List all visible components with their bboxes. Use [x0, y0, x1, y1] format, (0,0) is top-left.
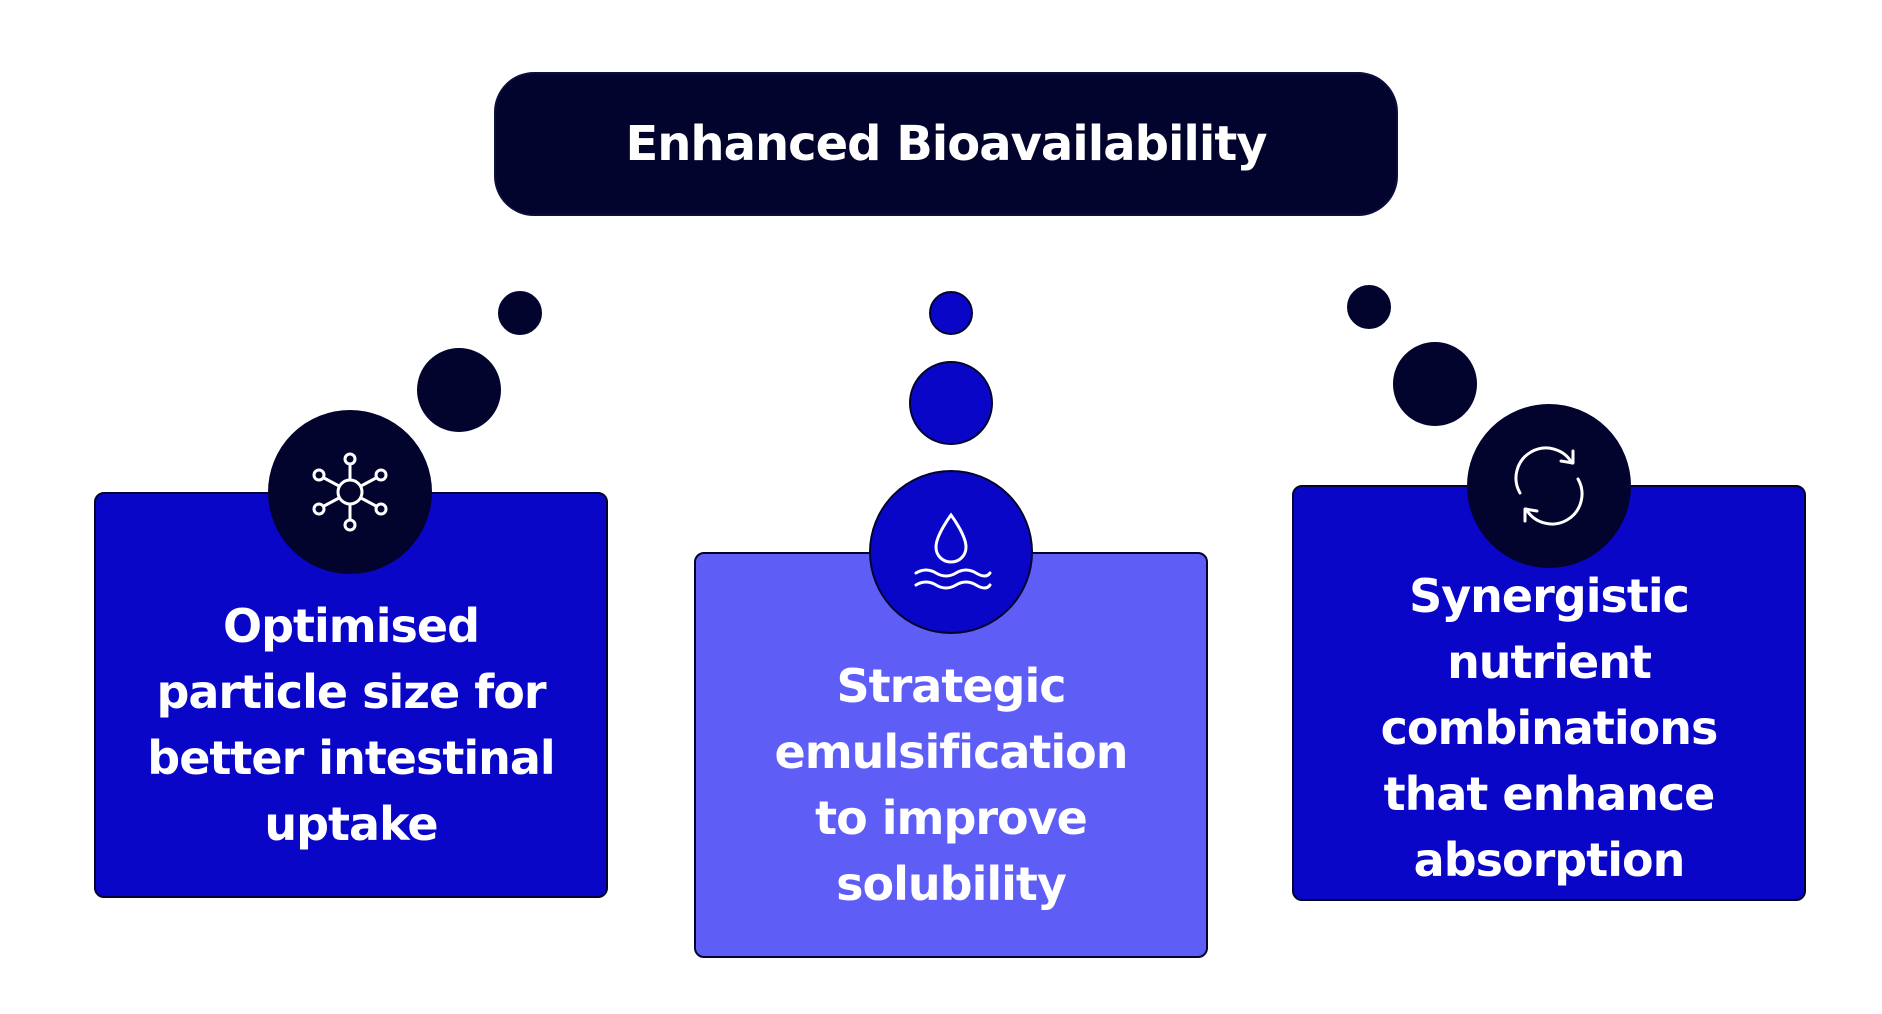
refresh-cycle-icon — [1514, 446, 1584, 526]
card-particle-size-text: Optimised particle size for better intes… — [147, 599, 555, 851]
connector-bubble-small-right — [1347, 285, 1391, 329]
connector-bubble-large-right — [1393, 342, 1477, 426]
card-synergistic-icon-badge — [1467, 404, 1631, 568]
molecule-icon — [312, 452, 388, 532]
water-drop-icon — [914, 512, 992, 590]
connector-bubble-large-center — [909, 361, 993, 445]
connector-bubble-large-left — [417, 348, 501, 432]
connector-bubble-small-left — [498, 291, 542, 335]
title-banner: Enhanced Bioavailability — [494, 72, 1398, 216]
diagram-title: Enhanced Bioavailability — [625, 116, 1267, 172]
card-emulsification-icon-badge — [869, 470, 1033, 634]
card-emulsification-text: Strategic emulsification to improve solu… — [774, 659, 1129, 911]
card-particle-size-icon-badge — [268, 410, 432, 574]
connector-bubble-small-center — [929, 291, 973, 335]
card-synergistic-text: Synergistic nutrient combinations that e… — [1380, 569, 1719, 887]
